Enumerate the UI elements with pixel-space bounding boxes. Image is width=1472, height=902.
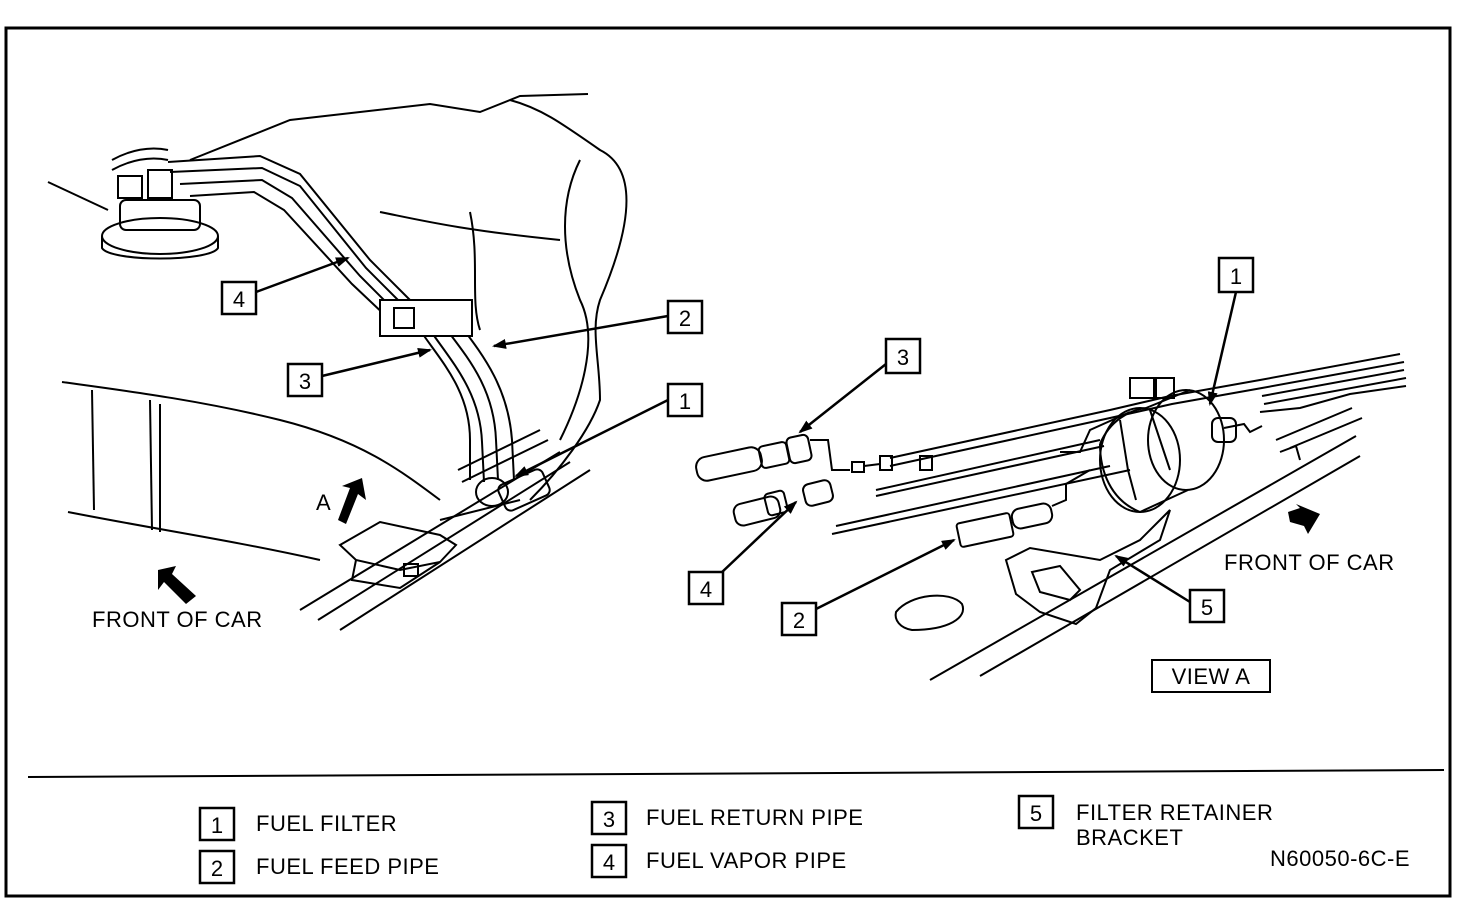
callout-1-right: 1 <box>1230 264 1242 289</box>
callout-1-left: 1 <box>679 389 691 414</box>
left-illustration <box>47 93 628 631</box>
callout-2-left: 2 <box>679 306 691 331</box>
callout-2-right: 2 <box>793 608 805 633</box>
legend: 1 FUEL FILTER 2 FUEL FEED PIPE 3 FUEL RE… <box>198 794 1410 885</box>
callout-4-left: 4 <box>233 287 245 312</box>
view-a-box <box>1151 659 1271 693</box>
legend-number-3: 3 <box>603 807 615 832</box>
view-a-arrow-icon <box>338 478 366 524</box>
legend-text-4: FUEL VAPOR PIPE <box>646 848 847 873</box>
legend-text-1: FUEL FILTER <box>256 811 397 836</box>
legend-item-2: 2 FUEL FEED PIPE <box>198 849 439 885</box>
legend-text-2: FUEL FEED PIPE <box>256 854 439 879</box>
right-callouts: 1 3 4 2 5 <box>687 256 1255 637</box>
legend-number-5: 5 <box>1030 801 1042 826</box>
front-of-car-label-right: FRONT OF CAR <box>1224 550 1395 575</box>
callout-3-right: 3 <box>897 345 909 370</box>
legend-item-4: 4 FUEL VAPOR PIPE <box>590 843 847 879</box>
view-a-marker-label: A <box>316 490 331 515</box>
legend-text-3: FUEL RETURN PIPE <box>646 805 863 830</box>
legend-item-5: 5 FILTER RETAINER BRACKET <box>1017 794 1273 850</box>
legend-item-3: 3 FUEL RETURN PIPE <box>590 800 863 836</box>
legend-number-4: 4 <box>603 850 615 875</box>
right-illustration <box>695 353 1407 681</box>
legend-number-2: 2 <box>211 856 223 881</box>
legend-text-5: FILTER RETAINER <box>1076 800 1273 825</box>
callout-3-left: 3 <box>299 369 311 394</box>
legend-divider <box>27 769 1445 778</box>
legend-number-1: 1 <box>211 813 223 838</box>
figure-frame <box>4 26 1452 898</box>
front-arrow-right-icon <box>1288 504 1320 534</box>
legend-text-5-line2: BRACKET <box>1076 825 1183 850</box>
view-a-label: VIEW A <box>1172 664 1251 689</box>
figure-code: N60050-6C-E <box>1270 846 1410 871</box>
front-of-car-label-left: FRONT OF CAR <box>92 607 263 632</box>
legend-item-1: 1 FUEL FILTER <box>198 806 397 842</box>
front-arrow-left-icon <box>158 566 196 604</box>
left-callouts: 4 2 3 1 <box>220 256 704 478</box>
callout-5-right: 5 <box>1201 595 1213 620</box>
callout-4-right: 4 <box>700 577 712 602</box>
